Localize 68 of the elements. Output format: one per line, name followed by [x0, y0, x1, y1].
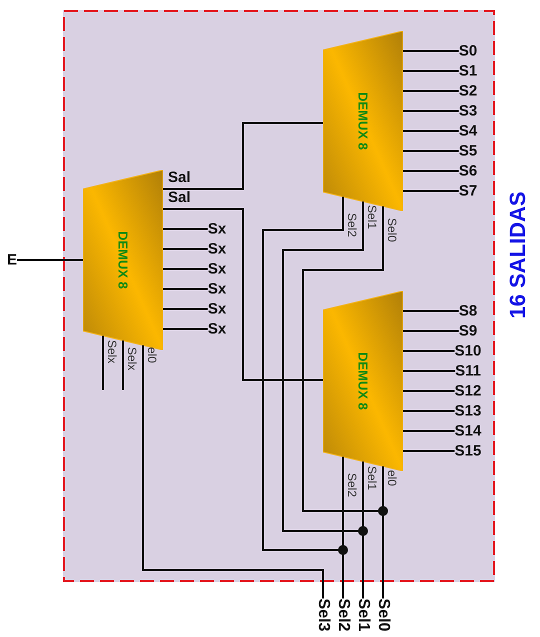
- block-label: DEMUX 8: [356, 92, 370, 150]
- output-label: S1: [458, 64, 478, 78]
- wire: [17, 259, 83, 261]
- pin-label: el0: [146, 347, 158, 364]
- block-label: DEMUX 8: [116, 231, 130, 289]
- output-label: S11: [455, 364, 481, 378]
- output-label: Sx: [208, 222, 226, 236]
- output-label: S15: [454, 444, 482, 458]
- wire: [403, 110, 459, 112]
- wire: [403, 190, 459, 192]
- pin-label: Sel1: [366, 205, 378, 230]
- wire: [403, 50, 459, 52]
- output-label: Sx: [208, 242, 226, 256]
- wire: [163, 228, 208, 230]
- output-label: Sx: [208, 262, 226, 276]
- wire: [403, 330, 459, 332]
- input-label: E: [7, 252, 17, 268]
- output-label: S7: [458, 184, 478, 198]
- select-label: Sel0: [375, 598, 391, 632]
- wire: [403, 310, 459, 312]
- wire: [403, 130, 459, 132]
- wire: [403, 350, 455, 352]
- pin-label: Sel2: [346, 213, 358, 238]
- wire: [403, 410, 455, 412]
- wire: [163, 122, 323, 190]
- frame-heading: 16 SALIDAS: [507, 191, 529, 319]
- pin-label: Selx: [106, 340, 118, 364]
- wire: [163, 268, 208, 270]
- output-label: Sx: [208, 302, 226, 316]
- wire: [403, 370, 456, 372]
- wire: [163, 328, 208, 330]
- output-label: S14: [454, 424, 482, 438]
- output-label: Sx: [208, 322, 226, 336]
- wire: [163, 248, 208, 250]
- block-label: DEMUX 8: [356, 352, 370, 410]
- output-label: Sx: [208, 282, 226, 296]
- pin-label: Sel1: [366, 466, 378, 490]
- wire: [163, 308, 208, 310]
- pin-label: Selx: [126, 347, 138, 370]
- select-label: Sel2: [335, 598, 351, 632]
- output-label: S4: [458, 124, 478, 138]
- output-label: S10: [454, 344, 482, 358]
- pin-label: Sel0: [386, 218, 398, 242]
- output-label: S12: [454, 384, 482, 398]
- output-label: S6: [458, 164, 478, 178]
- wire: [163, 288, 208, 290]
- output-label: S8: [458, 304, 478, 318]
- wire: [142, 345, 324, 598]
- output-label: S13: [454, 404, 482, 418]
- wire: [403, 90, 459, 92]
- wire: [163, 208, 323, 381]
- output-label: S0: [458, 44, 478, 58]
- wire: [403, 390, 455, 392]
- edge-label: Sal: [168, 170, 191, 185]
- wire: [403, 170, 459, 172]
- select-label: Sel3: [315, 598, 331, 632]
- pin-label: el0: [386, 470, 398, 486]
- output-label: S5: [458, 144, 478, 158]
- wire: [403, 70, 459, 72]
- wire: [403, 430, 455, 432]
- select-label: Sel1: [355, 598, 371, 632]
- output-label: S9: [458, 324, 478, 338]
- output-label: S3: [458, 104, 478, 118]
- output-label: S2: [458, 84, 478, 98]
- pin-label: Sel2: [346, 473, 358, 498]
- wire: [403, 450, 455, 452]
- edge-label: Sal: [168, 190, 191, 205]
- wire: [403, 150, 459, 152]
